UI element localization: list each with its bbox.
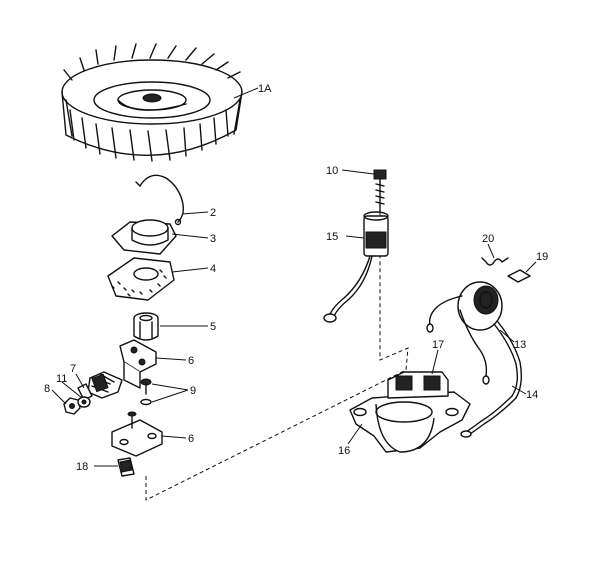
callout-15: 15: [326, 231, 338, 243]
callout-7: 7: [70, 363, 76, 375]
callout-labels: 1A 2 3 4 5 6 7 8 11 9 6 18 10 15 20 19 1…: [44, 83, 548, 473]
callout-13: 13: [514, 339, 526, 351]
callout-10: 10: [326, 165, 338, 177]
callout-14: 14: [526, 389, 538, 401]
leader-lines: [51, 87, 537, 467]
part-screw-9: [140, 378, 152, 406]
part-starter-cup: [111, 219, 177, 255]
part-bushing: [133, 312, 159, 341]
ground-wire-dashed: [145, 200, 409, 501]
callout-4: 4: [210, 263, 216, 275]
flywheel-fins: [63, 43, 241, 162]
part-mount-17: [387, 371, 449, 399]
part-washer-11: [77, 396, 91, 408]
callout-19: 19: [536, 251, 548, 263]
callout-6-lower: 6: [188, 433, 194, 445]
callout-16: 16: [338, 445, 350, 457]
callout-2: 2: [210, 207, 216, 219]
part-plate-lower: [111, 411, 163, 457]
callout-8: 8: [44, 383, 50, 395]
callout-20: 20: [482, 233, 494, 245]
part-condenser: [323, 211, 389, 323]
part-flywheel: [61, 43, 243, 162]
part-key-19: [507, 269, 531, 283]
part-coil: [426, 281, 503, 385]
part-screen: [107, 257, 175, 301]
part-screw-10: [373, 169, 387, 213]
part-spring-clip: [135, 174, 185, 226]
part-nut-8: [63, 397, 81, 415]
part-base-16: [349, 391, 471, 453]
callout-5: 5: [210, 321, 216, 333]
callout-11: 11: [56, 373, 67, 385]
part-lead-wire: [460, 321, 523, 438]
callout-18: 18: [76, 461, 88, 473]
part-bracket-upper: [119, 339, 157, 389]
part-lever-7: [77, 383, 93, 401]
part-brake-assembly: [87, 371, 123, 399]
callout-9: 9: [190, 385, 196, 397]
part-spring-20: [481, 257, 509, 266]
part-block-18: [117, 457, 135, 477]
callout-3: 3: [210, 233, 216, 245]
callout-17: 17: [432, 339, 444, 351]
callout-6-upper: 6: [188, 355, 194, 367]
callout-1A: 1A: [258, 83, 272, 95]
